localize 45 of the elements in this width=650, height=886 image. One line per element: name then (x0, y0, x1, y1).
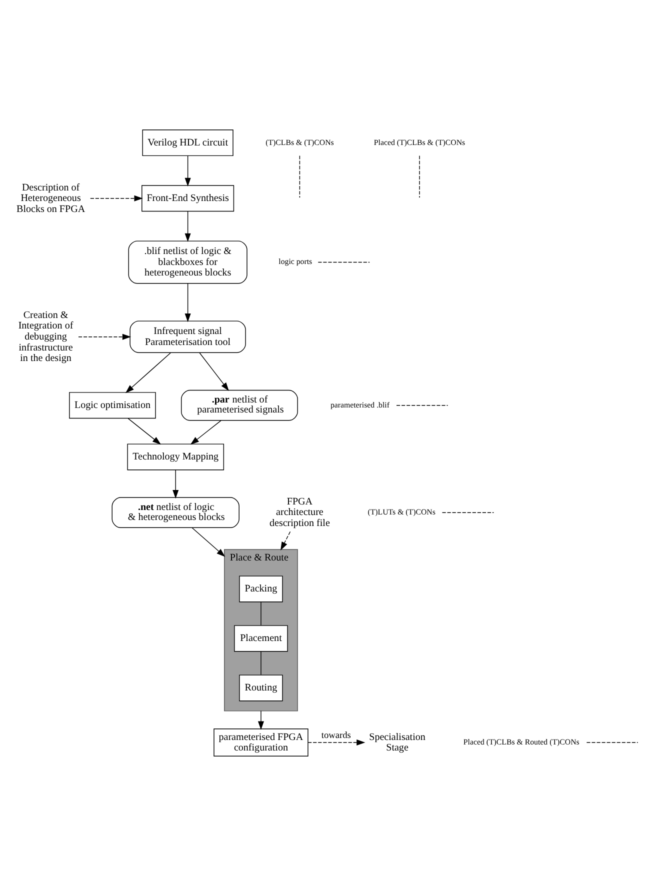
arrow (192, 527, 226, 557)
connector (419, 155, 420, 198)
node-box: .blif netlist of logic & blackboxes for heterogeneous blocks (128, 240, 248, 284)
node-box: Placement (234, 625, 288, 652)
arrow (128, 418, 162, 445)
arrow (258, 710, 264, 730)
node-box: Technology Mapping (127, 444, 224, 470)
arrow (280, 531, 291, 550)
node-text: Description of Heterogeneous Blocks on FPGA (16, 182, 86, 215)
node-box: Routing (239, 674, 283, 702)
node-box: .par netlist of parameterised signals (180, 390, 298, 421)
arrow (184, 211, 191, 242)
connector (260, 602, 262, 626)
node-box: parameterised FPGA configuration (214, 728, 308, 756)
edge-label: towards (321, 730, 351, 741)
node-box: Front-End Synthesis (142, 185, 234, 212)
arrow (78, 334, 132, 340)
arrow (172, 470, 179, 499)
node-box: Verilog HDL circuit (142, 130, 234, 156)
node-box: Logic optimisation (69, 392, 156, 419)
arrow (199, 352, 229, 391)
node-text: (T)LUTs & (T)CONs (368, 508, 436, 517)
connector (299, 155, 300, 198)
node-text: Creation & Integration of debugging infrastructure in the design (18, 310, 74, 364)
node-box: Infrequent signal Parameterisation tool (130, 320, 246, 353)
connector (442, 512, 494, 513)
node-box: Packing (239, 576, 283, 602)
node-text: parameterised .blif (330, 400, 390, 410)
arrow (190, 420, 222, 445)
node-text: Placed (T)CLBs & Routed (T)CONs (463, 738, 580, 747)
node-text: logic ports (278, 257, 312, 266)
arrow (90, 195, 143, 202)
node-text: (T)CLBs & (T)CONs (266, 138, 334, 147)
connector (396, 404, 448, 406)
arrow (125, 352, 172, 394)
arrow (308, 739, 366, 746)
node-box: .net netlist of logic & heterogeneous blocks (112, 497, 240, 528)
node-text: Placed (T)CLBs & (T)CONs (374, 138, 466, 147)
connector (586, 742, 638, 743)
arrow (184, 155, 191, 186)
node-text: Specialisation Stage (369, 732, 426, 754)
arrow (184, 283, 191, 322)
node-text: FPGA architecture description file (269, 496, 330, 529)
connector (318, 262, 370, 263)
connector (260, 651, 262, 676)
